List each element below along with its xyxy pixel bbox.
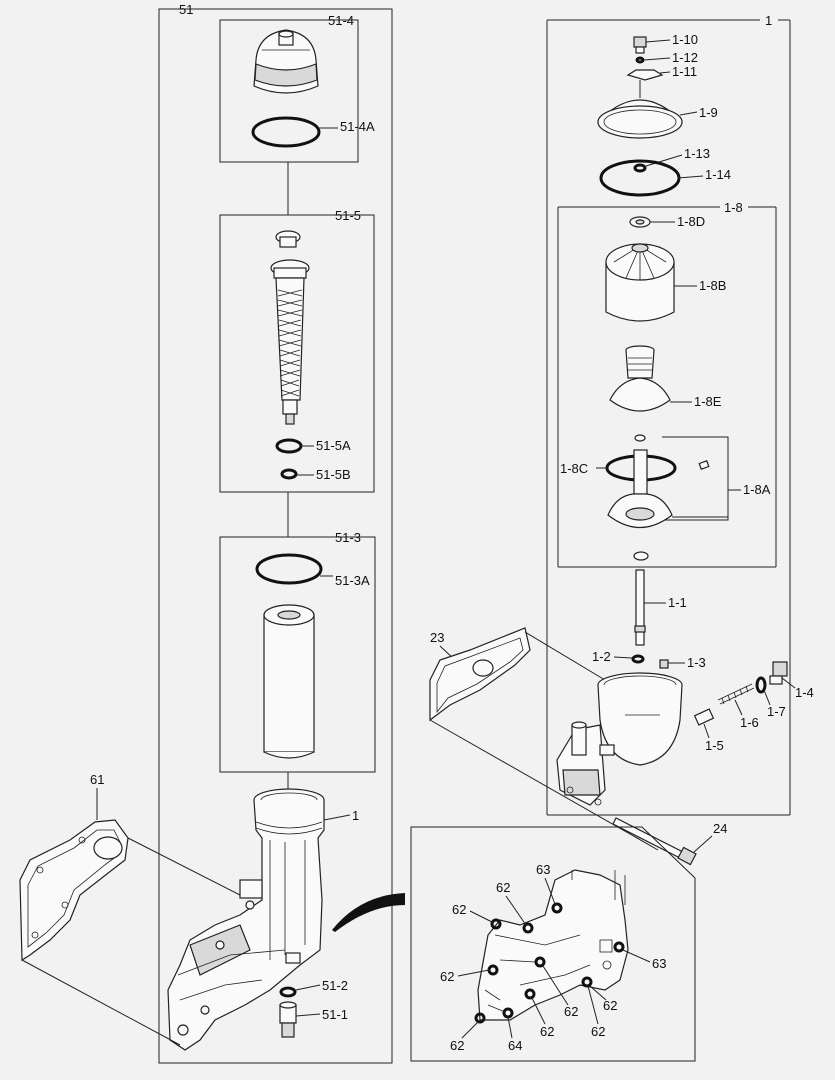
o-ring-51-4A bbox=[251, 116, 321, 148]
callout-detail-62b: 62 bbox=[452, 902, 466, 917]
filter-cap-part bbox=[253, 29, 319, 94]
drain-plug-51-1 bbox=[279, 1001, 297, 1038]
bracket-1-11 bbox=[626, 69, 664, 81]
callout-1-8C: 1-8C bbox=[560, 461, 588, 476]
callout-detail-62f: 62 bbox=[591, 1024, 605, 1039]
shaft-1-1 bbox=[634, 569, 646, 646]
bushing-upper bbox=[634, 434, 646, 442]
callout-1-8: 1-8 bbox=[724, 200, 743, 215]
bolt-24: 24 bbox=[612, 817, 727, 866]
washer-51-2 bbox=[279, 986, 297, 998]
callout-51-5B: 51-5B bbox=[316, 467, 351, 482]
gasket-23: 23 bbox=[429, 627, 659, 851]
callout-1-12: 1-12 bbox=[672, 50, 698, 65]
detail-view: 63 62 62 62 63 62 62 62 62 62 64 bbox=[332, 826, 696, 1062]
gasket-61: 61 bbox=[19, 772, 241, 1046]
callout-51-1: 51-1 bbox=[322, 1007, 348, 1022]
callout-51-3: 51-3 bbox=[335, 530, 361, 545]
callout-detail-63a: 63 bbox=[536, 862, 550, 877]
callout-group-1: 1 bbox=[765, 13, 772, 28]
bolt-holes bbox=[474, 902, 625, 1024]
callout-51: 51 bbox=[179, 2, 193, 17]
filter-cartridge-part bbox=[263, 604, 315, 759]
callout-51-3A: 51-3A bbox=[335, 573, 370, 588]
washer-1-12 bbox=[635, 56, 645, 64]
o-ring-51-5A bbox=[275, 438, 303, 454]
bushing-1-8D bbox=[629, 216, 651, 228]
cover-1-9 bbox=[596, 99, 684, 139]
bushing-lower bbox=[633, 551, 649, 561]
callout-detail-62e: 62 bbox=[564, 1004, 578, 1019]
callout-1-3: 1-3 bbox=[687, 655, 706, 670]
callout-51-4: 51-4 bbox=[328, 13, 354, 28]
callout-detail-62a: 62 bbox=[496, 880, 510, 895]
filter-housing-part bbox=[167, 788, 325, 1051]
washer-1-2 bbox=[631, 654, 645, 664]
group-51-5-frame bbox=[219, 214, 375, 493]
plug-1-4 bbox=[769, 661, 788, 685]
callout-1-6: 1-6 bbox=[740, 715, 759, 730]
o-ring-1-7 bbox=[755, 676, 767, 694]
spring-1-6 bbox=[717, 683, 755, 705]
o-ring-51-5B bbox=[280, 468, 298, 480]
group-51: 51 51-4 51-4A 51-5 bbox=[158, 2, 393, 1064]
callout-61: 61 bbox=[90, 772, 104, 787]
detail-pointer-arrow bbox=[332, 893, 405, 932]
group-1: 1 1-10 1-12 1-11 1-9 1-13 1-14 bbox=[546, 13, 814, 816]
callout-23: 23 bbox=[430, 630, 444, 645]
callout-1-11: 1-11 bbox=[672, 64, 697, 79]
callout-detail-62d: 62 bbox=[603, 998, 617, 1013]
callout-51-2: 51-2 bbox=[322, 978, 348, 993]
o-ring-51-3A bbox=[255, 553, 323, 585]
group-51-3-frame bbox=[219, 536, 376, 773]
callout-detail-62g: 62 bbox=[540, 1024, 554, 1039]
callout-detail-63b: 63 bbox=[652, 956, 666, 971]
callout-1-2: 1-2 bbox=[592, 649, 611, 664]
washer-1-13 bbox=[633, 163, 647, 173]
callout-1-8D: 1-8D bbox=[677, 214, 705, 229]
callout-24: 24 bbox=[713, 821, 727, 836]
vent-plug-1-10 bbox=[633, 36, 647, 54]
callout-detail-62h: 62 bbox=[450, 1038, 464, 1053]
callout-51-5A: 51-5A bbox=[316, 438, 351, 453]
callout-housing-1: 1 bbox=[352, 808, 359, 823]
callout-detail-62c: 62 bbox=[440, 969, 454, 984]
callout-1-8E: 1-8E bbox=[694, 394, 722, 409]
callout-detail-64: 64 bbox=[508, 1038, 522, 1053]
rotor-base-1-8E bbox=[609, 345, 671, 412]
callout-1-8A: 1-8A bbox=[743, 482, 771, 497]
callout-1-1: 1-1 bbox=[668, 595, 687, 610]
callout-1-14: 1-14 bbox=[705, 167, 731, 182]
filter-insert-part bbox=[270, 230, 310, 425]
callout-51-5: 51-5 bbox=[335, 208, 361, 223]
callout-1-4: 1-4 bbox=[795, 685, 814, 700]
callout-1-13: 1-13 bbox=[684, 146, 710, 161]
callout-1-5: 1-5 bbox=[705, 738, 724, 753]
callout-1-9: 1-9 bbox=[699, 105, 718, 120]
callout-1-10: 1-10 bbox=[672, 32, 698, 47]
callout-1-7: 1-7 bbox=[767, 704, 786, 719]
callout-51-4A: 51-4A bbox=[340, 119, 375, 134]
callout-1-8B: 1-8B bbox=[699, 278, 726, 293]
group-51-4-frame bbox=[219, 19, 359, 163]
nozzle-1-3 bbox=[659, 659, 669, 669]
valve-1-5 bbox=[693, 708, 715, 726]
rotor-spindle-1-8A bbox=[607, 449, 710, 528]
detail-frame bbox=[410, 826, 696, 1062]
centrifuge-housing bbox=[556, 672, 683, 806]
rotor-bowl-1-8B bbox=[605, 243, 675, 322]
